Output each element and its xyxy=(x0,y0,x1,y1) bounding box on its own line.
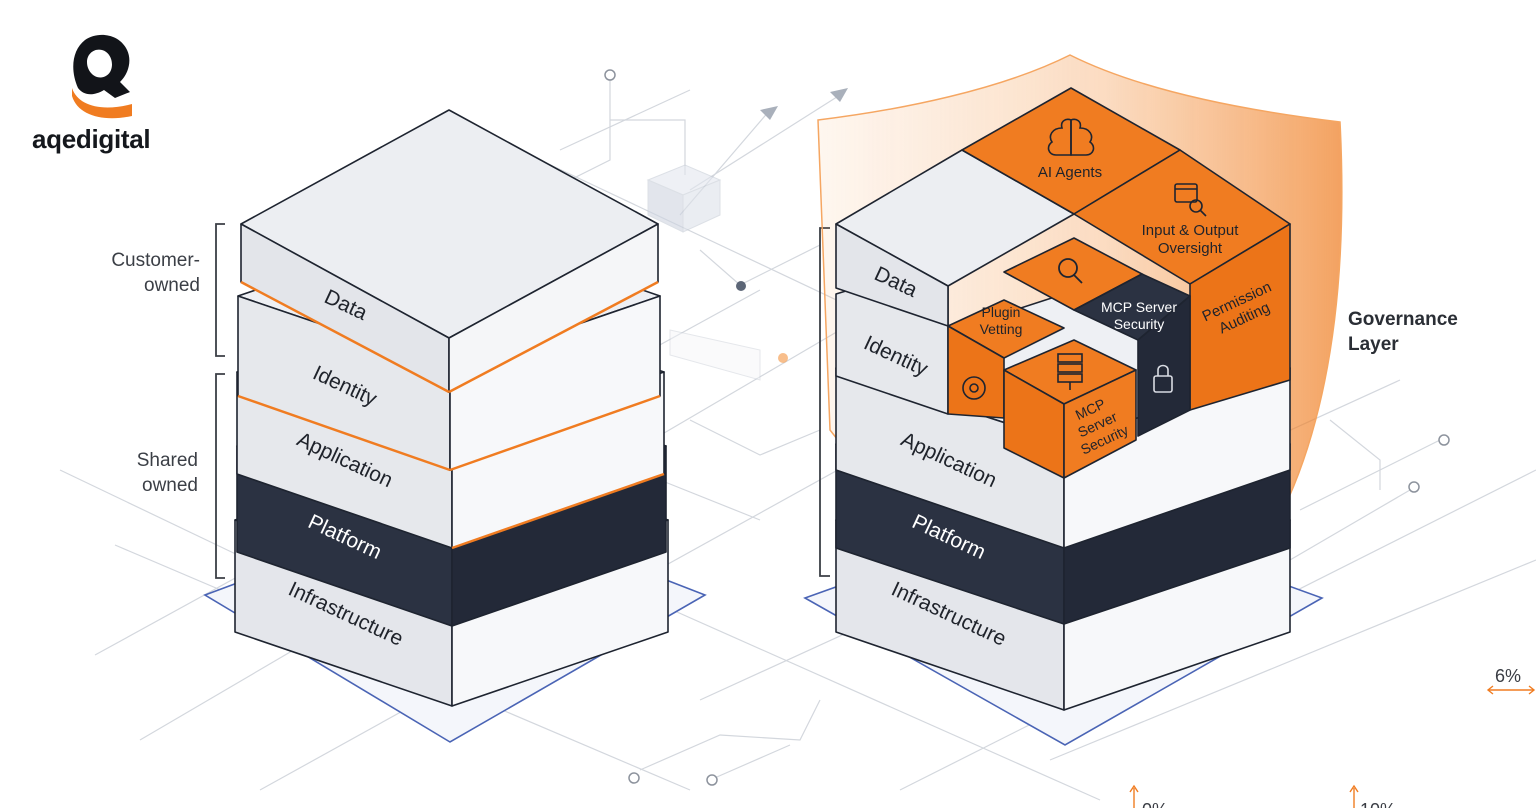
gear-icon xyxy=(962,376,986,400)
circuit-nodes xyxy=(604,69,1450,786)
lock-icon xyxy=(1153,364,1173,393)
label-customer-owned: Customer-owned xyxy=(111,250,200,296)
server-icon xyxy=(1057,353,1083,390)
brand-name: aqedigital xyxy=(32,124,151,154)
brain-icon xyxy=(1047,118,1095,156)
left-layer-data xyxy=(240,109,659,394)
circuit-node-dark xyxy=(736,281,746,291)
arrow-heads xyxy=(760,88,848,120)
faded-panel xyxy=(669,329,761,381)
block-mcp-server-front xyxy=(1003,339,1137,479)
floating-cube xyxy=(646,164,722,233)
search-window-icon xyxy=(1174,183,1207,217)
left-brackets xyxy=(215,223,225,579)
aqe-logo-icon xyxy=(72,34,132,119)
percent-0: 0% xyxy=(1142,800,1168,808)
percent-10: 10% xyxy=(1360,800,1396,808)
block-input-output xyxy=(1073,149,1291,411)
percent-6: 6% xyxy=(1495,666,1521,686)
percent-marker-arrows xyxy=(1129,685,1536,808)
label-ai-agents: AI Agents xyxy=(1038,164,1102,181)
block-plugin-vetting xyxy=(947,299,1065,419)
circuit-node-orange xyxy=(778,353,788,363)
magnifier-icon xyxy=(1058,258,1083,284)
